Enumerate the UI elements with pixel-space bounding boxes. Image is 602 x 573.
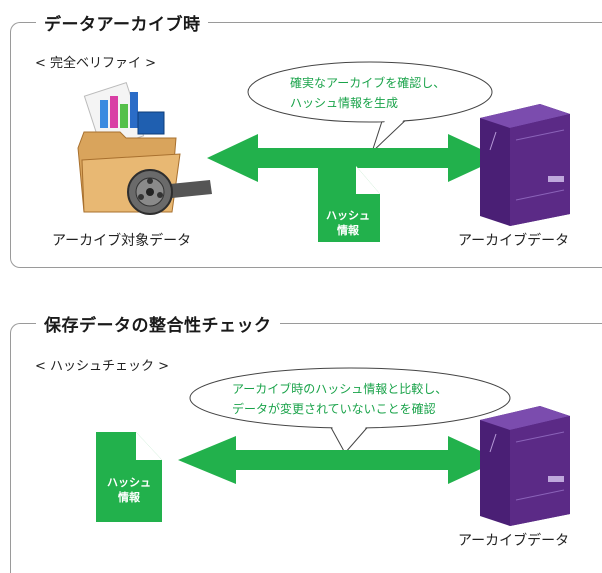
- section-subtitle: < 完全ベリファイ >: [35, 56, 157, 71]
- archive-data-label: アーカイブデータ: [458, 533, 570, 549]
- double-arrow-2: [178, 436, 500, 484]
- speech-bubble-2: [189, 367, 511, 454]
- bubble-line: アーカイブ時のハッシュ情報と比較し、: [232, 382, 448, 396]
- document-icon: [318, 166, 380, 242]
- tape-cartridge-icon: [480, 104, 570, 226]
- integrity-panel: [10, 323, 602, 573]
- section-title: 保存データの整合性チェック: [36, 311, 280, 336]
- speech-bubble-1: [247, 61, 493, 153]
- tape-cartridge-icon: [480, 406, 570, 526]
- bubble-line: ハッシュ情報を生成: [290, 96, 399, 110]
- section-subtitle: < ハッシュチェック >: [35, 359, 170, 374]
- doc-label-line: 情報: [337, 224, 359, 237]
- doc-label-line: 情報: [118, 491, 140, 504]
- doc-label-line: ハッシュ: [326, 209, 370, 222]
- source-data-label: アーカイブ対象データ: [52, 233, 192, 249]
- double-arrow-1: [207, 134, 500, 182]
- doc-label: ハッシュ 情報: [99, 475, 159, 505]
- folder-icon: [77, 81, 212, 215]
- document-icon: [96, 432, 162, 522]
- section-title: データアーカイブ時: [36, 10, 209, 35]
- archive-panel: [10, 22, 602, 268]
- bubble-line: データが変更されていないことを確認: [232, 402, 436, 416]
- doc-label-line: ハッシュ: [107, 476, 151, 489]
- bubble-line: 確実なアーカイブを確認し、: [290, 76, 446, 90]
- archive-data-label: アーカイブデータ: [458, 233, 570, 249]
- doc-label: ハッシュ 情報: [318, 208, 378, 238]
